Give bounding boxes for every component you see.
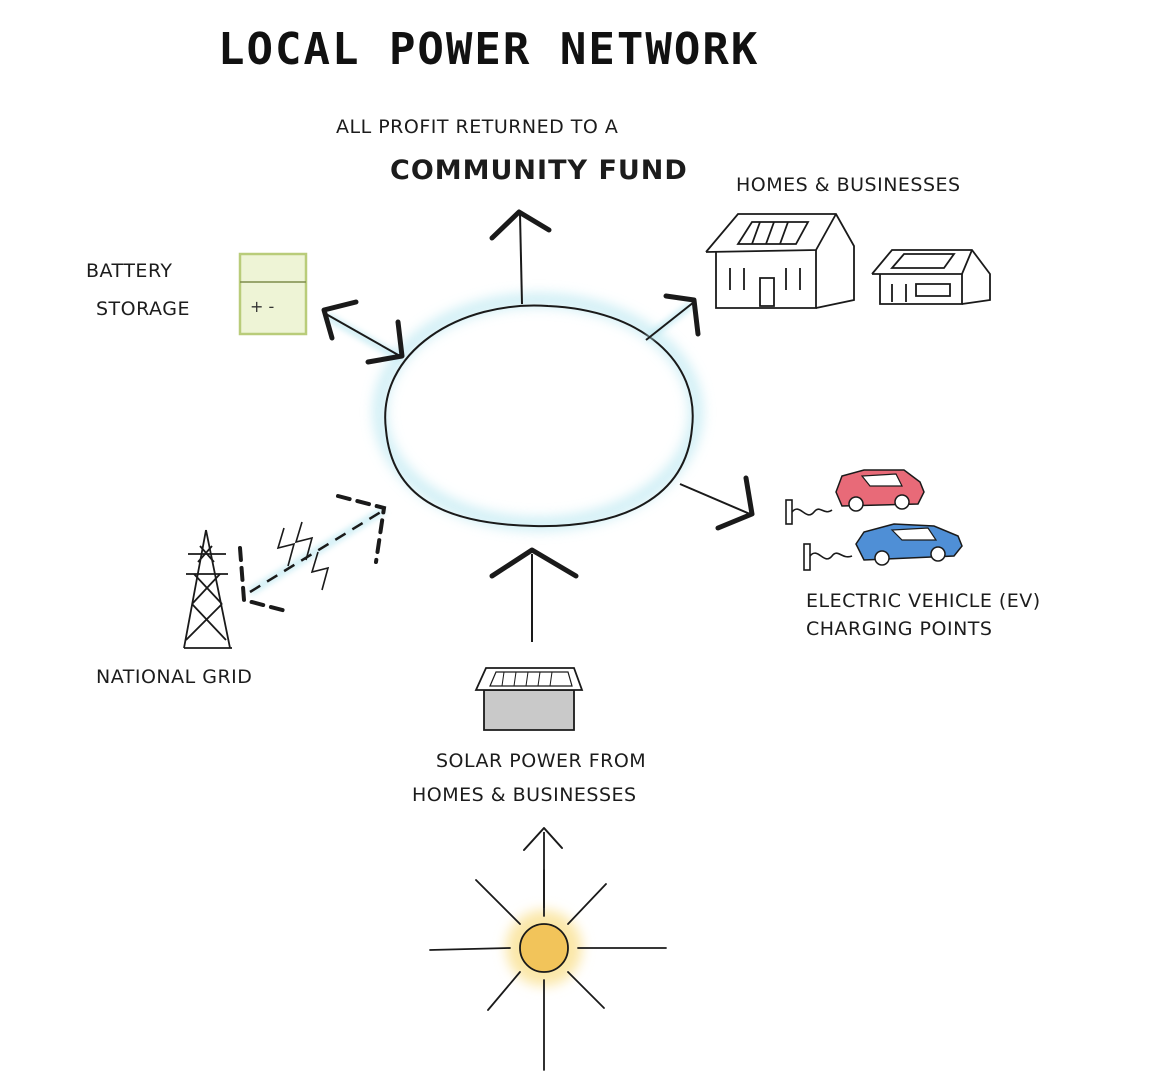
ev-charging-icon xyxy=(785,469,963,571)
community-fund-label: COMMUNITY FUND xyxy=(390,155,688,186)
arrow-battery-two-way xyxy=(321,299,405,365)
solar-power-label-line1: SOLAR POWER FROM xyxy=(436,750,647,772)
battery-storage-label-line1: BATTERY xyxy=(86,260,173,282)
blue-car-icon xyxy=(855,523,963,566)
national-grid-pylon-icon xyxy=(183,529,232,649)
arrow-solar-power xyxy=(489,547,579,642)
diagram-title: LOCAL POWER NETWORK xyxy=(218,24,760,75)
red-car-icon xyxy=(835,469,925,512)
charging-post-1 xyxy=(785,499,833,525)
sun-icon xyxy=(429,869,667,1071)
battery-storage-label-line2: STORAGE xyxy=(96,298,190,320)
homes-businesses-label: HOMES & BUSINESSES xyxy=(736,174,961,196)
arrow-sun xyxy=(523,827,563,908)
ev-charging-label-line1: ELECTRIC VEHICLE (EV) xyxy=(806,590,1041,612)
national-grid-label: NATIONAL GRID xyxy=(96,666,253,688)
solar-power-label-line2: HOMES & BUSINESSES xyxy=(412,784,637,806)
ev-charging-label-line2: CHARGING POINTS xyxy=(806,618,993,640)
arrow-national-grid-dashed xyxy=(238,494,387,614)
battery-icon: + - xyxy=(238,252,308,336)
arrow-community-fund xyxy=(489,209,552,305)
solar-building-icon xyxy=(474,667,584,731)
arrow-ev-charging xyxy=(679,475,755,531)
arrow-homes xyxy=(645,293,701,342)
community-fund-caption: ALL PROFIT RETURNED TO A xyxy=(336,116,619,138)
homes-businesses-icon xyxy=(705,213,991,309)
battery-symbol: + - xyxy=(250,297,274,316)
charging-post-2 xyxy=(803,543,853,571)
network-hub xyxy=(373,293,703,531)
